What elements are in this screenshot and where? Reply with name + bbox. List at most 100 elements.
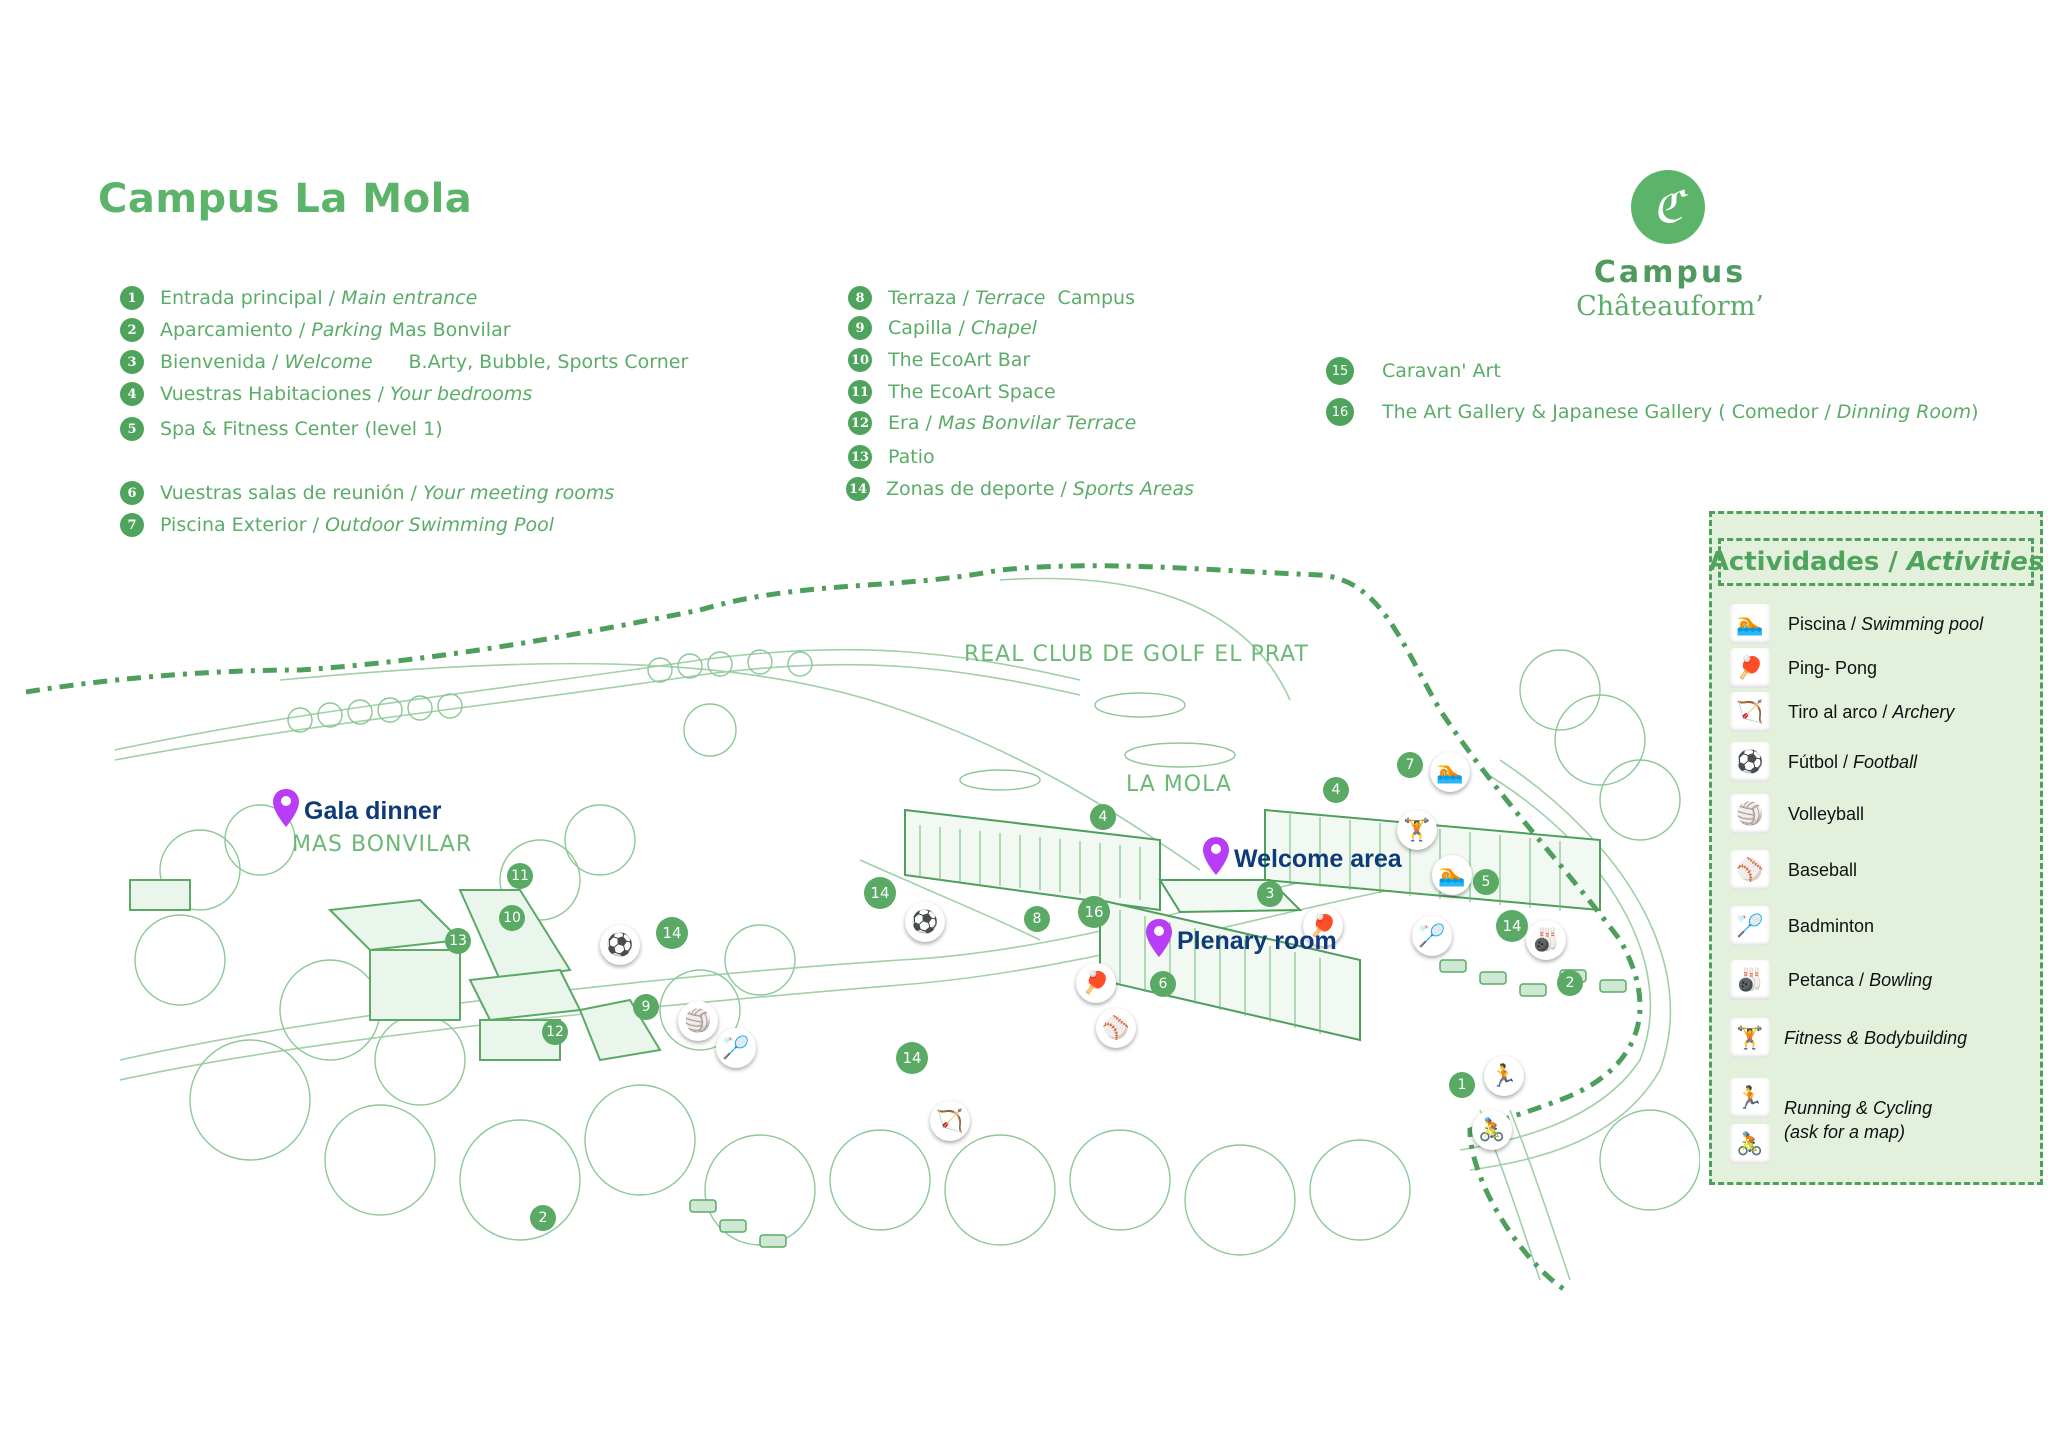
map-marker-14[interactable]: 14 — [864, 877, 896, 909]
legend-label-es: Vuestras salas de reunión / — [160, 482, 423, 504]
legend-label-en: Outdoor Swimming Pool — [325, 514, 554, 536]
place-label-mas-bonvilar: MAS BONVILAR — [292, 832, 473, 857]
badminton-icon[interactable]: 🏸 — [1412, 916, 1452, 956]
campus-map[interactable]: REAL CLUB DE GOLF EL PRAT LA MOLA MAS BO… — [0, 540, 1700, 1300]
activity-label-es: Ping- Pong — [1788, 658, 1878, 678]
badminton-icon: 🏸 — [1730, 906, 1770, 946]
number-badge: 15 — [1326, 357, 1354, 385]
cycling-icon: 🚴 — [1730, 1124, 1770, 1164]
map-marker-4[interactable]: 4 — [1323, 777, 1349, 803]
football-icon[interactable]: ⚽ — [600, 925, 640, 965]
road-line — [114, 663, 1081, 761]
map-marker-7[interactable]: 7 — [1397, 752, 1423, 778]
activity-label-running-cycling: Running & Cycling (ask for a map) — [1784, 1096, 1932, 1144]
place-label-golf: REAL CLUB DE GOLF EL PRAT — [964, 642, 1309, 667]
activity-item: 🚴 — [1730, 1124, 1770, 1164]
legend-label-en: Welcome — [284, 351, 373, 373]
number-badge: 6 — [120, 481, 144, 505]
mas-bonvilar-buildings — [129, 879, 662, 1062]
activity-label-es: Piscina / — [1788, 614, 1862, 634]
map-marker-1[interactable]: 1 — [1449, 1072, 1475, 1098]
legend-label-en: Chapel — [970, 317, 1037, 339]
map-marker-14[interactable]: 14 — [656, 917, 688, 949]
weightlifting-icon: 🏋 — [1730, 1018, 1770, 1058]
map-marker-10[interactable]: 10 — [499, 905, 525, 931]
place-label-la-mola: LA MOLA — [1126, 772, 1232, 797]
legend-label-extra: Campus — [1045, 287, 1135, 309]
map-marker-14[interactable]: 14 — [1496, 910, 1528, 942]
legend-label-extra: ) — [1971, 401, 1979, 423]
football-icon[interactable]: ⚽ — [905, 902, 945, 942]
ping-pong-icon[interactable]: 🏓 — [1076, 963, 1116, 1003]
map-trees — [134, 649, 1700, 1256]
path-line — [279, 662, 1201, 871]
archery-icon[interactable]: 🏹 — [930, 1101, 970, 1141]
number-badge: 2 — [120, 318, 144, 342]
map-marker-2[interactable]: 2 — [530, 1205, 556, 1231]
map-marker-6[interactable]: 6 — [1150, 971, 1176, 997]
baseball-icon: ⚾ — [1730, 850, 1770, 890]
swimming-icon[interactable]: 🏊 — [1430, 752, 1470, 792]
ping-pong-icon[interactable]: 🏓 — [1303, 906, 1343, 946]
cycling-icon[interactable]: 🚴 — [1472, 1110, 1512, 1150]
badminton-icon[interactable]: 🏸 — [716, 1028, 756, 1068]
number-badge: 11 — [848, 380, 872, 404]
running-icon[interactable]: 🏃 — [1484, 1056, 1524, 1096]
map-marker-11[interactable]: 11 — [507, 863, 533, 889]
road-line — [119, 869, 1501, 1081]
baseball-icon[interactable]: ⚾ — [1096, 1008, 1136, 1048]
map-marker-13[interactable]: 13 — [445, 928, 471, 954]
legend-label-es: Zonas de deporte / — [886, 478, 1073, 500]
activity-item: 🏋Fitness & Bodybuilding — [1730, 1018, 1967, 1058]
legend-label-es: Capilla / — [888, 317, 971, 339]
legend-label-es: Era / — [888, 412, 938, 434]
legend-label-es: Vuestras Habitaciones / — [160, 383, 391, 405]
activity-item: 🏐 Volleyball — [1730, 794, 1864, 834]
map-pin-icon — [273, 789, 299, 827]
legend-label-extra: B.Arty, Bubble, Sports Corner — [408, 351, 689, 373]
volleyball-icon: 🏐 — [1730, 794, 1770, 834]
activity-label-en: Bowling — [1869, 970, 1933, 990]
number-badge: 9 — [848, 316, 872, 340]
map-marker-2[interactable]: 2 — [1557, 970, 1583, 996]
activity-item: 🏓Ping- Pong — [1730, 648, 1877, 688]
map-pin-icon — [1146, 919, 1172, 957]
road-line — [114, 648, 1081, 751]
campus-chateauform-logo: ℭ — [1631, 170, 1705, 244]
road-line — [119, 839, 1501, 1061]
map-marker-4[interactable]: 4 — [1090, 804, 1116, 830]
activity-label-es: Tiro al arco / — [1788, 702, 1893, 722]
swimming-icon[interactable]: 🏊 — [1432, 855, 1472, 895]
legend-label-es: Terraza / — [888, 287, 976, 309]
map-marker-14[interactable]: 14 — [896, 1042, 928, 1074]
activity-label-es: Fútbol / — [1788, 752, 1854, 772]
legend-item: 15 Caravan' Art — [1326, 357, 1501, 385]
pin-welcome-area[interactable]: Welcome area — [1202, 836, 1402, 876]
archery-icon: 🏹 — [1730, 692, 1770, 732]
map-marker-3[interactable]: 3 — [1257, 881, 1283, 907]
logo-text-chateauform: Châteauform’ — [1576, 291, 1764, 322]
number-badge: 5 — [120, 417, 144, 441]
number-badge: 3 — [120, 350, 144, 374]
activity-label-note: (ask for a map) — [1784, 1122, 1906, 1142]
map-marker-12[interactable]: 12 — [542, 1019, 568, 1045]
map-marker-8[interactable]: 8 — [1024, 906, 1050, 932]
map-marker-5[interactable]: 5 — [1473, 869, 1499, 895]
volleyball-icon[interactable]: 🏐 — [678, 1001, 718, 1041]
map-marker-9[interactable]: 9 — [633, 994, 659, 1020]
legend-label-es: Aparcamiento / — [160, 319, 312, 341]
pin-gala-dinner[interactable]: Gala dinner — [272, 788, 442, 828]
activity-label-es: Volleyball — [1788, 804, 1865, 824]
weightlifting-icon[interactable]: 🏋 — [1397, 810, 1437, 850]
activity-label-en: Running & Cycling — [1784, 1098, 1933, 1118]
campus-boundary-path — [25, 563, 1643, 1293]
legend-label-es: Caravan' Art — [1382, 360, 1501, 382]
bowling-icon[interactable]: 🎳 — [1526, 920, 1566, 960]
pin-plenary-room[interactable]: Plenary room — [1145, 918, 1337, 958]
map-marker-16[interactable]: 16 — [1078, 896, 1110, 928]
